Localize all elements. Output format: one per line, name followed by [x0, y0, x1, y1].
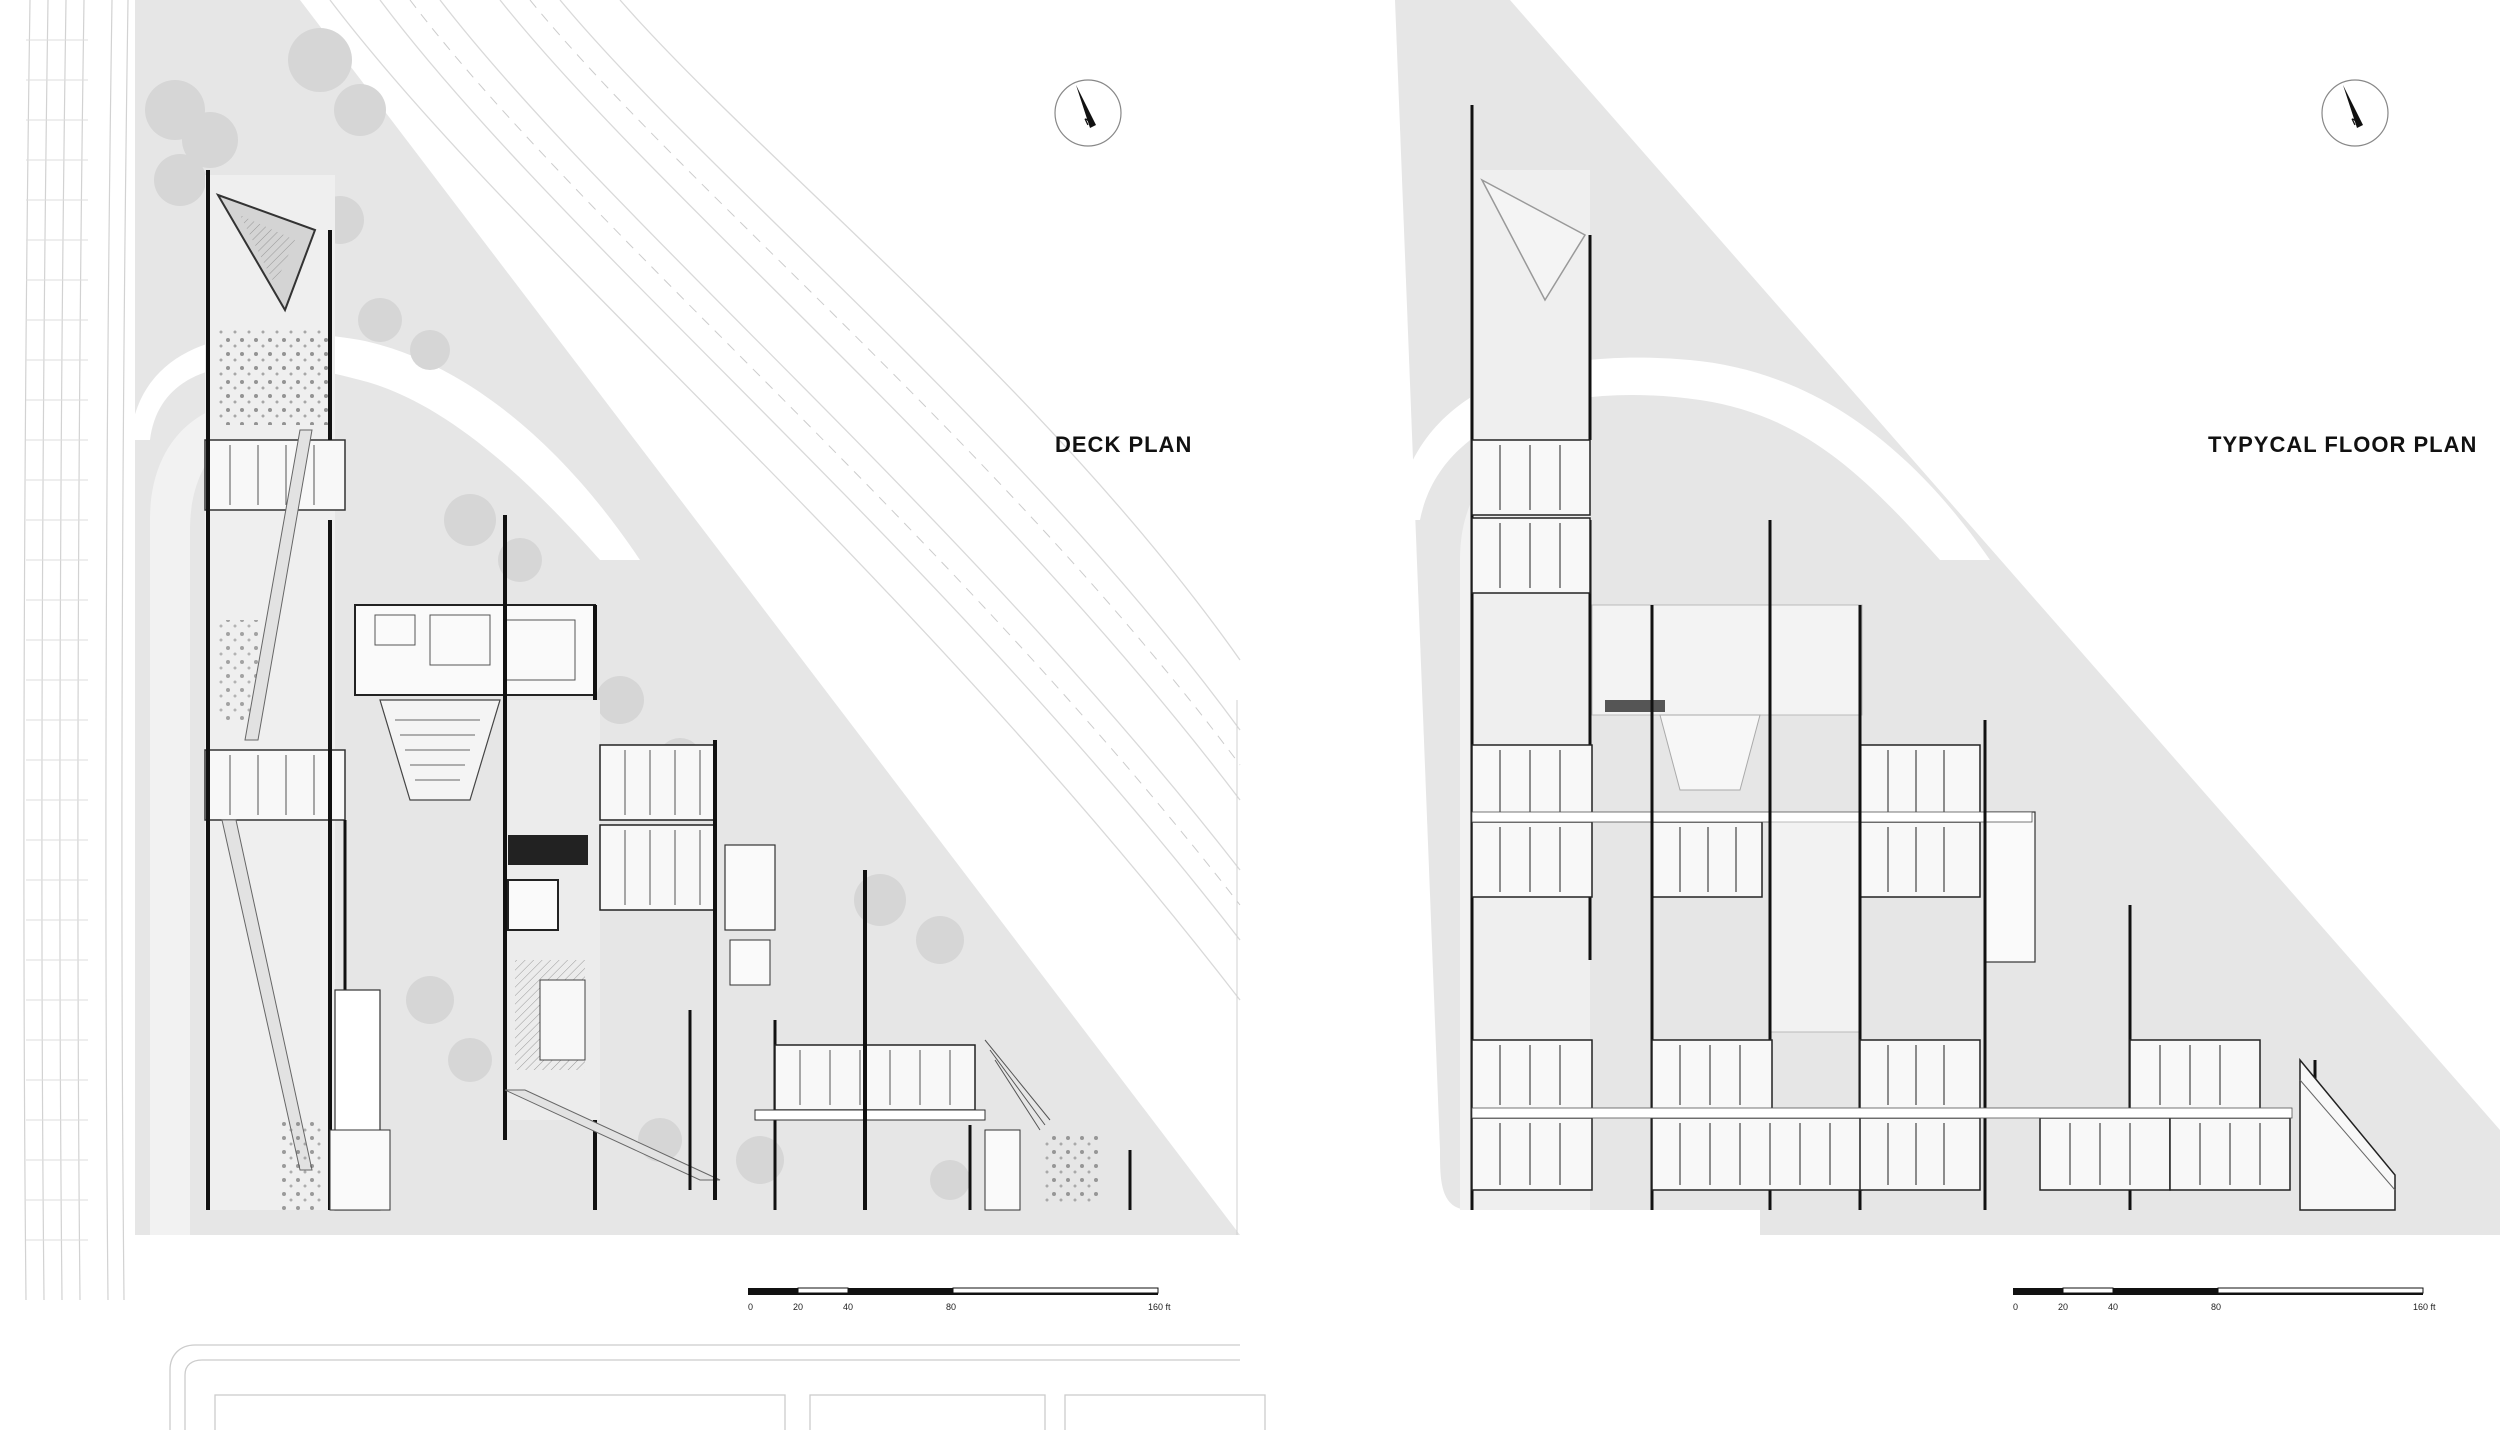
- deck-north-arrow: N: [1054, 79, 1122, 147]
- typ-north-label: N: [2350, 115, 2361, 128]
- north-tower: [204, 170, 391, 1211]
- curved-road: [130, 333, 640, 560]
- typical-floor-plan: N 0 20 40 80 160 ft: [1395, 0, 2500, 1312]
- deck-scale-tick-0: 0: [748, 1302, 753, 1312]
- rail-tracks: [23, 0, 129, 1301]
- deck-scale-end: 160 ft: [1148, 1302, 1171, 1312]
- road-dashes: [409, 0, 1241, 906]
- typ-tower: [1470, 105, 1592, 1210]
- typ-north-arrow: N: [2321, 79, 2389, 147]
- typ-units-lower: [1471, 1039, 2396, 1211]
- site-ground: [135, 0, 1240, 1235]
- driveway: [150, 400, 270, 1235]
- typ-scale-end: 160 ft: [2413, 1302, 2436, 1312]
- deck-scale-tick-20: 20: [793, 1302, 803, 1312]
- typical-floor-plan-title: TYPYCAL FLOOR PLAN: [2208, 432, 2478, 457]
- road-curves: [329, 0, 1241, 1001]
- deck-scale-tick-40: 40: [843, 1302, 853, 1312]
- typ-courtyard: [1591, 520, 2317, 1210]
- deck-scale-bar: 0 20 40 80 160 ft: [748, 1287, 1171, 1312]
- rail-ties: [26, 39, 88, 1241]
- streets: [169, 1344, 1266, 1435]
- typ-curved-road: [1395, 357, 1990, 560]
- typ-units-middle: [1471, 744, 2036, 963]
- typ-scale-tick-40: 40: [2108, 1302, 2118, 1312]
- deck-scale-tick-80: 80: [946, 1302, 956, 1312]
- typ-scale-tick-20: 20: [2058, 1302, 2068, 1312]
- deck-north-label: N: [1083, 115, 1094, 128]
- deck-plan-title: DECK PLAN: [1055, 432, 1193, 457]
- typ-scale-bar: 0 20 40 80 160 ft: [2013, 1287, 2436, 1312]
- typ-scale-tick-80: 80: [2211, 1302, 2221, 1312]
- deck-plan: N 0 20 40 80 160 ft: [23, 0, 1266, 1435]
- typ-units-upper: [1471, 439, 1591, 594]
- lower-bar: [754, 870, 1132, 1211]
- typ-site-ground: [1395, 0, 2500, 1235]
- typ-scale-tick-0: 0: [2013, 1302, 2018, 1312]
- middle-tower: [503, 515, 721, 1181]
